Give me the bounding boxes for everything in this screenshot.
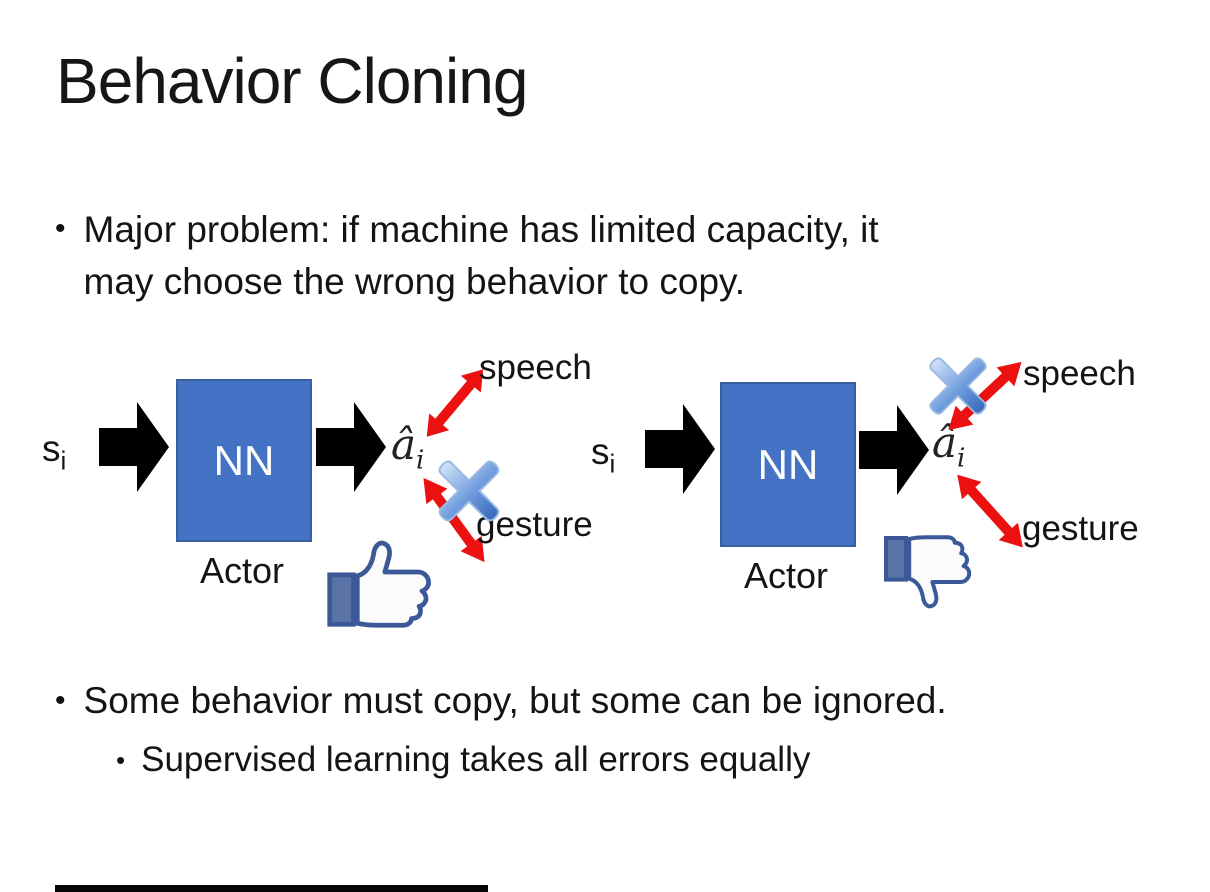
bullet-line-2: may choose the wrong behavior to copy. [83, 261, 746, 302]
left-cross-out-icon [438, 460, 500, 522]
left-output-label: âi [391, 420, 425, 476]
page-title: Behavior Cloning [56, 45, 528, 117]
right-nn-box: NN [720, 382, 856, 547]
left-nn-label: NN [213, 436, 275, 484]
right-output-label: âi [932, 418, 966, 474]
bullet-line-1: Major problem: if machine has limited ca… [83, 209, 879, 250]
bullet-glyph: • [116, 745, 126, 775]
left-speech-label: speech [479, 348, 592, 387]
right-gesture-double-arrow-icon [957, 474, 1023, 548]
thumbs-down-icon [884, 535, 972, 609]
next-slide-text-sliver [55, 885, 488, 892]
right-cross-out-icon [929, 357, 987, 415]
bullet-major-problem: • Major problem: if machine has limited … [55, 204, 1125, 308]
bullet-glyph: • [55, 684, 66, 717]
right-input-arrow-icon [645, 404, 715, 494]
left-output-arrow-icon [316, 402, 386, 492]
left-input-arrow-icon [99, 402, 169, 492]
left-input-label: si [42, 428, 67, 476]
sub-bullet-supervised-text: Supervised learning takes all errors equ… [141, 740, 811, 779]
right-speech-double-arrow-icon [948, 361, 1022, 431]
left-gesture-double-arrow-icon [423, 477, 485, 563]
bullet-major-problem-text: Major problem: if machine has limited ca… [84, 204, 879, 308]
right-gesture-label: gesture [1022, 509, 1139, 548]
right-speech-label: speech [1023, 354, 1136, 393]
thumbs-up-icon [327, 540, 431, 628]
left-speech-double-arrow-icon [426, 369, 484, 437]
left-nn-box: NN [176, 379, 312, 542]
right-actor-caption: Actor [743, 555, 829, 596]
right-input-label: si [591, 431, 616, 479]
bullet-some-behavior: • Some behavior must copy, but some can … [55, 676, 1175, 726]
bullet-some-behavior-text: Some behavior must copy, but some can be… [83, 680, 947, 721]
right-nn-label: NN [757, 440, 819, 488]
sub-bullet-supervised: • Supervised learning takes all errors e… [116, 737, 1116, 783]
left-actor-caption: Actor [199, 550, 285, 591]
bullet-glyph: • [55, 212, 66, 245]
right-output-arrow-icon [859, 405, 929, 495]
